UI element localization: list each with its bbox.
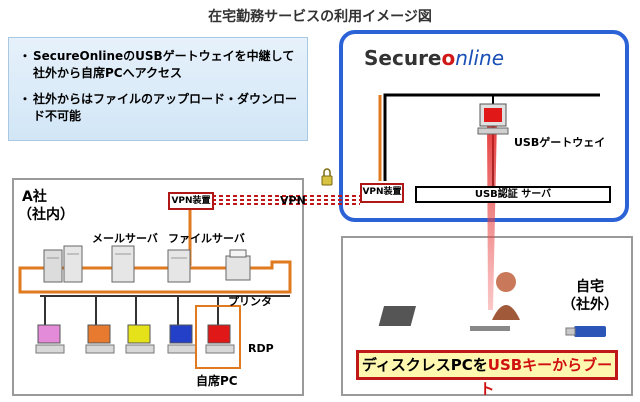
pc-icon-pink	[35, 324, 65, 354]
usb-key-icon	[565, 326, 606, 337]
pc-icon-yellow	[125, 324, 155, 354]
vpn-label: VPN	[280, 194, 306, 207]
pc-icon-blue	[167, 324, 197, 354]
home-name: 自宅	[576, 279, 604, 295]
mail-server-label: メールサーバ	[92, 232, 158, 245]
my-pc-label: 自席PC	[196, 374, 238, 388]
remote-access-beam	[487, 118, 497, 310]
usb-gateway-icon	[477, 103, 509, 135]
company-lan-lines	[40, 295, 290, 325]
bullet: ・	[19, 49, 32, 63]
diskless-boot-banner: ディスクレスPCをUSBキーからブート	[356, 350, 618, 398]
logo-letter-o: o	[441, 46, 456, 70]
remote-user-icon	[378, 272, 520, 331]
banner-text-b: USBキーからブート	[479, 356, 613, 398]
mail-server-icon	[43, 245, 83, 283]
file-server-label: ファイルサーバ	[168, 232, 245, 245]
logo-letter-s: S	[364, 46, 379, 70]
company-name: A社	[22, 189, 47, 205]
company-vpn-device: VPN装置	[168, 192, 214, 210]
note-item: ・ 社外からはファイルのアップロード・ダウンロード不可能	[19, 91, 299, 125]
notes-box: ・ SecureOnlineのUSBゲートウェイを中継して社外から自席PCへアク…	[8, 37, 308, 141]
rdp-label: RDP	[248, 342, 274, 355]
printer-label: プリンタ	[228, 295, 272, 308]
note-text: 社外からはファイルのアップロード・ダウンロード不可能	[33, 92, 298, 123]
vpn-tunnel	[212, 195, 360, 205]
note-item: ・ SecureOnlineのUSBゲートウェイを中継して社外から自席PCへアク…	[19, 48, 299, 82]
company-sub: （社内）	[18, 207, 74, 223]
my-pc-highlight	[195, 305, 241, 369]
printer-icon	[225, 249, 251, 281]
company-panel	[12, 178, 304, 396]
logo-part-nline: nline	[455, 46, 505, 70]
diagram-title: 在宅勤務サービスの利用イメージ図	[208, 9, 432, 25]
note-text: SecureOnlineのUSBゲートウェイを中継して社外から自席PCへアクセス	[33, 49, 295, 80]
logo-part-ecure: ecure	[378, 46, 442, 70]
pc-icon-orange	[85, 324, 115, 354]
usb-auth-server: USB認証 サーバ	[415, 186, 611, 203]
secure-vpn-device: VPN装置	[360, 183, 404, 203]
bullet: ・	[19, 92, 32, 106]
home-sub: （社外）	[562, 297, 618, 313]
lock-icon	[321, 168, 333, 186]
banner-text-a: ディスクレスPCを	[361, 356, 488, 374]
usb-gateway-label: USBゲートウェイ	[514, 136, 606, 149]
secureonline-logo: Secureonline	[364, 46, 504, 70]
pc-icon-red	[205, 324, 235, 354]
secureonline-box	[339, 30, 629, 222]
file-server-icon	[111, 245, 191, 283]
